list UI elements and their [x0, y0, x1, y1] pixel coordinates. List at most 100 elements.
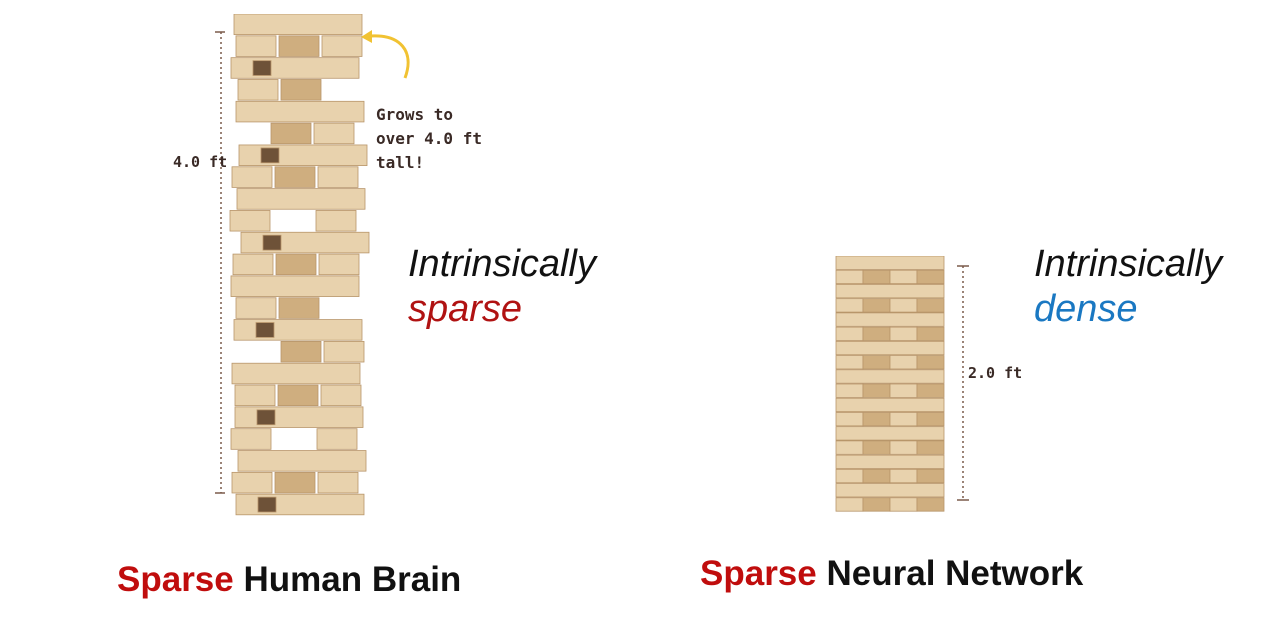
- block-end: [274, 471, 316, 494]
- block-end: [889, 326, 918, 341]
- block-end: [280, 79, 322, 101]
- gap: [262, 234, 282, 251]
- block-end: [862, 326, 891, 341]
- block-end: [916, 269, 945, 285]
- block-end: [862, 269, 891, 285]
- callout-line: over 4.0 ft: [376, 129, 482, 148]
- caption-rest: Human Brain: [243, 560, 462, 599]
- block: [237, 450, 367, 472]
- block: [835, 483, 945, 498]
- block-end: [275, 253, 317, 276]
- block: [835, 426, 945, 441]
- block-end: [916, 383, 945, 398]
- block-end: [889, 412, 918, 427]
- height-measure-line-right: [957, 265, 969, 501]
- block-end: [277, 384, 319, 407]
- block-end: [889, 269, 918, 285]
- block-end: [280, 340, 322, 363]
- block-end: [278, 35, 320, 57]
- block: [835, 256, 945, 270]
- block-end: [835, 412, 864, 427]
- description-line-1: Intrinsically: [1034, 243, 1222, 285]
- block-end: [278, 297, 320, 319]
- block-end: [835, 298, 864, 313]
- block-end: [232, 253, 274, 276]
- block-end: [316, 428, 358, 450]
- block-end: [862, 497, 891, 512]
- block-end: [835, 326, 864, 341]
- block-end: [835, 269, 864, 285]
- block-end: [916, 326, 945, 341]
- caption-right: Sparse Neural Network: [700, 554, 1083, 594]
- block-end: [318, 253, 360, 276]
- jenga-tower-short: [835, 256, 945, 512]
- block: [231, 362, 361, 385]
- block-end: [235, 35, 277, 57]
- block-end: [889, 440, 918, 455]
- description-keyword-sparse: sparse: [408, 288, 523, 330]
- block: [835, 397, 945, 413]
- gap: [257, 496, 277, 513]
- block-end: [317, 166, 359, 188]
- block-end: [835, 497, 864, 512]
- block-end: [862, 412, 891, 427]
- block-end: [862, 440, 891, 455]
- block-end: [234, 384, 276, 407]
- callout-line: tall!: [376, 153, 425, 172]
- block-end: [862, 468, 891, 484]
- block-end: [916, 355, 945, 370]
- height-label-right: 2.0 ft: [968, 364, 1023, 382]
- description-left: Intrinsically sparse: [408, 242, 596, 332]
- block-end: [235, 297, 277, 319]
- block: [235, 100, 365, 123]
- block-end: [862, 355, 891, 370]
- gap: [260, 147, 280, 164]
- block-end: [270, 122, 312, 145]
- block-end: [835, 468, 864, 484]
- block: [236, 188, 366, 210]
- block-end: [231, 166, 273, 188]
- height-label-left: 4.0 ft: [173, 153, 228, 171]
- block-end: [889, 468, 918, 484]
- gap: [252, 60, 272, 76]
- block: [835, 284, 945, 299]
- block-end: [835, 355, 864, 370]
- block-end: [916, 412, 945, 427]
- block: [233, 319, 363, 341]
- block: [230, 57, 360, 79]
- caption-left: Sparse Human Brain: [117, 560, 461, 600]
- block-end: [862, 383, 891, 398]
- block-end: [323, 340, 365, 363]
- height-measure-line-left: [215, 31, 225, 494]
- description-line-1: Intrinsically: [408, 243, 596, 285]
- block: [233, 14, 363, 36]
- block: [835, 340, 945, 356]
- curved-arrow-icon: [361, 30, 410, 79]
- block-end: [835, 440, 864, 455]
- gap: [255, 322, 275, 338]
- block-end: [835, 383, 864, 398]
- block-end: [889, 383, 918, 398]
- description-keyword-dense: dense: [1034, 288, 1138, 330]
- block-end: [916, 468, 945, 484]
- block-end: [237, 79, 279, 101]
- block-end: [862, 298, 891, 313]
- block: [235, 493, 365, 516]
- block: [240, 231, 370, 254]
- block-end: [274, 166, 316, 188]
- block: [234, 406, 364, 428]
- gap: [256, 409, 276, 426]
- block-end: [321, 35, 363, 57]
- block-end: [313, 122, 355, 145]
- block: [835, 454, 945, 469]
- block-end: [889, 497, 918, 512]
- block-end: [889, 298, 918, 313]
- block: [835, 312, 945, 327]
- block: [230, 275, 360, 297]
- caption-accent-word: Sparse: [700, 554, 817, 593]
- block-end: [916, 298, 945, 313]
- description-right: Intrinsically dense: [1034, 242, 1222, 332]
- block-end: [317, 471, 359, 494]
- block-end: [229, 210, 271, 232]
- jenga-tower-tall: [229, 14, 370, 516]
